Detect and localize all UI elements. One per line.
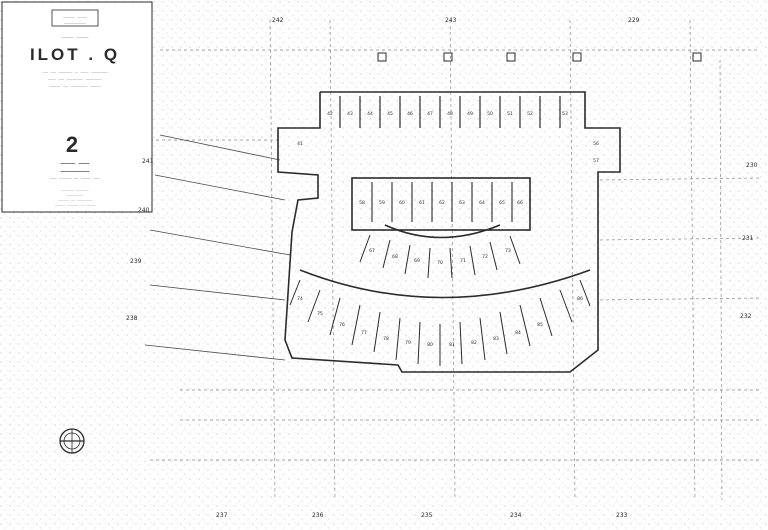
stall-numbers: 42 43 44 45 46 47 48 49 50 51 52 53 41 5… — [297, 111, 599, 348]
stall-number: 62 — [439, 200, 445, 206]
stall-number: 65 — [499, 200, 505, 206]
stall-number: 59 — [379, 200, 385, 206]
stall-number: 50 — [487, 111, 493, 117]
stall-number: 79 — [405, 340, 411, 346]
radial-lines-left — [144, 134, 291, 361]
stall-number: 61 — [419, 200, 425, 206]
stall-number: 74 — [297, 296, 303, 302]
stall-number: 67 — [369, 248, 375, 254]
building-outline — [277, 91, 621, 373]
block-number: 243 — [445, 17, 457, 24]
stall-number: 68 — [392, 254, 398, 260]
stall-number: 48 — [447, 111, 453, 117]
block-number: 230 — [746, 162, 758, 169]
stall-number: 63 — [459, 200, 465, 206]
top-markers — [377, 52, 702, 62]
stall-number: 64 — [479, 200, 485, 206]
header-line-2: _________ — [64, 19, 86, 24]
stall-number: 76 — [339, 322, 345, 328]
stall-number: 70 — [437, 260, 443, 266]
stall-number: 57 — [593, 158, 599, 164]
stall-number: 81 — [449, 342, 455, 348]
header-line-1: _____ ____ — [63, 13, 88, 18]
block-number: 239 — [130, 258, 142, 265]
stall-number: 58 — [359, 200, 365, 206]
stall-number: 43 — [347, 111, 353, 117]
stall-number: 47 — [427, 111, 433, 117]
stall-number: 77 — [361, 330, 367, 336]
sheet-number: 2 — [66, 132, 78, 157]
small-code: ____ ____ — [61, 32, 89, 38]
street-grid — [150, 19, 761, 501]
fan-stall-dividers — [289, 234, 591, 366]
subtitle-line-1: __ __ _____ _ ___ ______ — [42, 69, 107, 74]
stall-number: 49 — [467, 111, 473, 117]
stall-number: 83 — [493, 336, 499, 342]
stall-number: 78 — [383, 336, 389, 342]
stall-number: 73 — [505, 248, 511, 254]
credits-4: _____ _____ __ ____ — [55, 202, 96, 206]
stall-number: 53 — [562, 111, 568, 117]
stall-number: 66 — [517, 200, 523, 206]
sheet-subtitle: ___ _____ __ ____ ___ — [50, 174, 101, 179]
stall-number: 80 — [427, 342, 433, 348]
block-number: 240 — [138, 207, 150, 214]
block-number: 236 — [312, 512, 324, 519]
subtitle-line-2: ___ __ ______ ______ — [48, 76, 102, 81]
stall-number: 46 — [407, 111, 413, 117]
block-number: 241 — [142, 158, 154, 165]
block-number: 234 — [510, 512, 522, 519]
sheet-title-2: ________ — [61, 165, 90, 172]
stall-number: 42 — [327, 111, 333, 117]
stall-number: 86 — [577, 296, 583, 302]
top-stall-dividers — [339, 96, 561, 128]
block-number: 235 — [421, 512, 433, 519]
block-number: 231 — [742, 235, 754, 242]
title-block: _____ ____ _________ ____ ____ ILOT . Q … — [1, 1, 153, 213]
block-number: 233 — [616, 512, 628, 519]
stall-number: 56 — [593, 141, 599, 147]
stall-number: 41 — [297, 141, 303, 147]
stall-number: 84 — [515, 330, 521, 336]
stall-number: 44 — [367, 111, 373, 117]
block-number: 237 — [216, 512, 228, 519]
north-arrow-icon — [59, 428, 85, 454]
big-title: ILOT . Q — [30, 45, 120, 64]
stall-number: 69 — [414, 258, 420, 264]
stall-number: 75 — [317, 311, 323, 317]
inner-stall-dividers — [371, 182, 513, 222]
stall-number: 85 — [537, 322, 543, 328]
block-number: 232 — [740, 313, 752, 320]
subtitle-line-3: ____ __ ______ ____ — [49, 83, 101, 88]
stall-number: 52 — [527, 111, 533, 117]
stall-number: 51 — [507, 111, 513, 117]
stall-number: 45 — [387, 111, 393, 117]
credits-3: _____ __ _______ — [58, 197, 93, 201]
stall-number: 60 — [399, 200, 405, 206]
credits-1: ______ ______ — [61, 187, 89, 191]
credits-2: ________ — [67, 192, 85, 196]
block-number: 229 — [628, 17, 640, 24]
block-number: 242 — [272, 17, 284, 24]
stall-number: 71 — [460, 258, 466, 264]
stall-number: 82 — [471, 340, 477, 346]
block-number: 238 — [126, 315, 138, 322]
stall-number: 72 — [482, 254, 488, 260]
block-numbers: 242 243 229 230 231 232 241 240 239 238 … — [126, 17, 758, 519]
sheet-title-1: ____ ___ — [61, 157, 90, 164]
